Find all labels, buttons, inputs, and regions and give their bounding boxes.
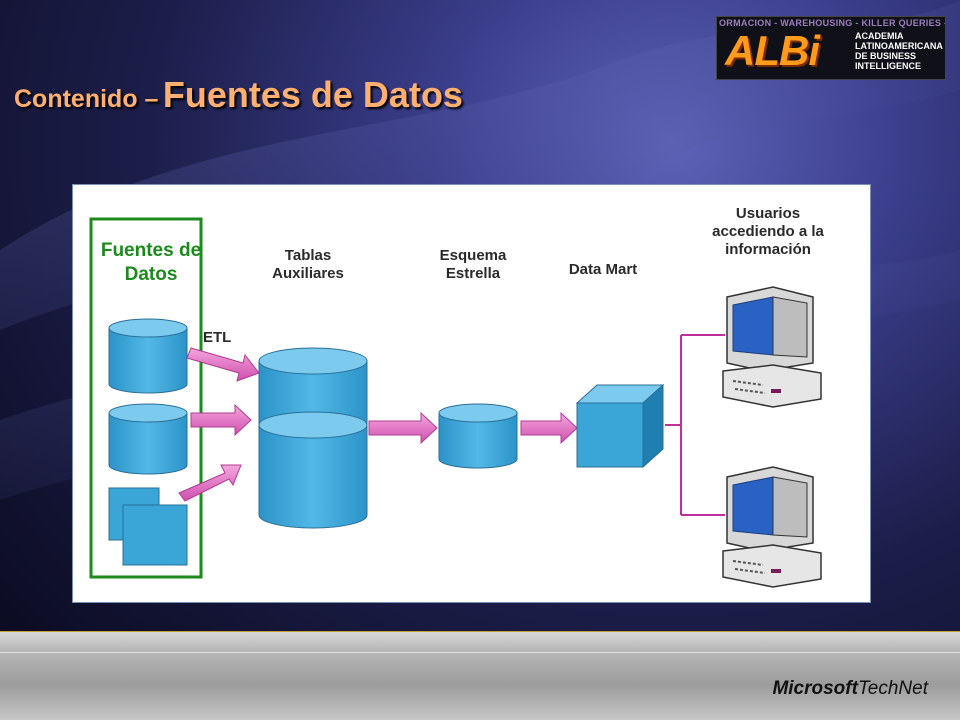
flow-arrow (520, 411, 578, 445)
logo-brand: ALBi (725, 27, 820, 74)
logo-subtitle: ACADEMIA LATINOAMERICANA DE BUSINESS INT… (855, 31, 945, 71)
flow-arrow (368, 411, 438, 445)
computer-icon (722, 286, 822, 408)
label-tablas-auxiliares: Tablas Auxiliares (272, 247, 344, 282)
logo-subtitle-line: LATINOAMERICANA (855, 41, 943, 51)
etl-arrow (190, 403, 252, 437)
label-data-mart: Data Mart (568, 261, 638, 278)
label-fuentes-de-datos: Fuentes de Datos (100, 240, 202, 285)
footer-bar (0, 632, 960, 720)
etl-arrow (186, 347, 260, 382)
slide-title-main: Fuentes de Datos (162, 74, 463, 115)
data-mart-cube (575, 383, 665, 469)
source-documents (108, 487, 188, 566)
albi-logo: ORMACION - WAREHOUSING - KILLER QUERIES … (716, 16, 946, 80)
sources-box (89, 217, 203, 579)
label-etl: ETL (203, 329, 232, 346)
microsoft-wordmark: Microsoft (772, 678, 858, 699)
microsoft-technet-logo: MicrosoftTechNet (772, 678, 928, 700)
slide-title: Contenido – Fuentes de Datos (14, 74, 463, 116)
logo-subtitle-line: ACADEMIA (855, 31, 904, 41)
source-cylinder (108, 318, 188, 394)
etl-arrow (178, 464, 242, 502)
technet-wordmark: TechNet (857, 678, 928, 699)
star-schema-cylinder (438, 403, 518, 469)
logo-subtitle-line: DE BUSINESS (855, 51, 917, 61)
logo-ticker: ORMACION - WAREHOUSING - KILLER QUERIES … (719, 18, 946, 28)
auxiliary-tables-cylinder (258, 347, 368, 529)
computer-icon (722, 466, 822, 588)
label-usuarios: Usuarios accediendo a la información (712, 205, 824, 258)
footer-highlight (0, 652, 960, 653)
logo-subtitle-line: INTELLIGENCE (855, 61, 922, 71)
slide-title-prefix: Contenido – (14, 85, 159, 113)
data-flow-diagram: Fuentes de Datos ETL Tablas Auxiliares E… (72, 184, 871, 603)
connector-lines (665, 334, 725, 516)
diagram-canvas (89, 217, 822, 588)
label-esquema-estrella: Esquema Estrella (439, 247, 507, 282)
source-cylinder (108, 403, 188, 475)
